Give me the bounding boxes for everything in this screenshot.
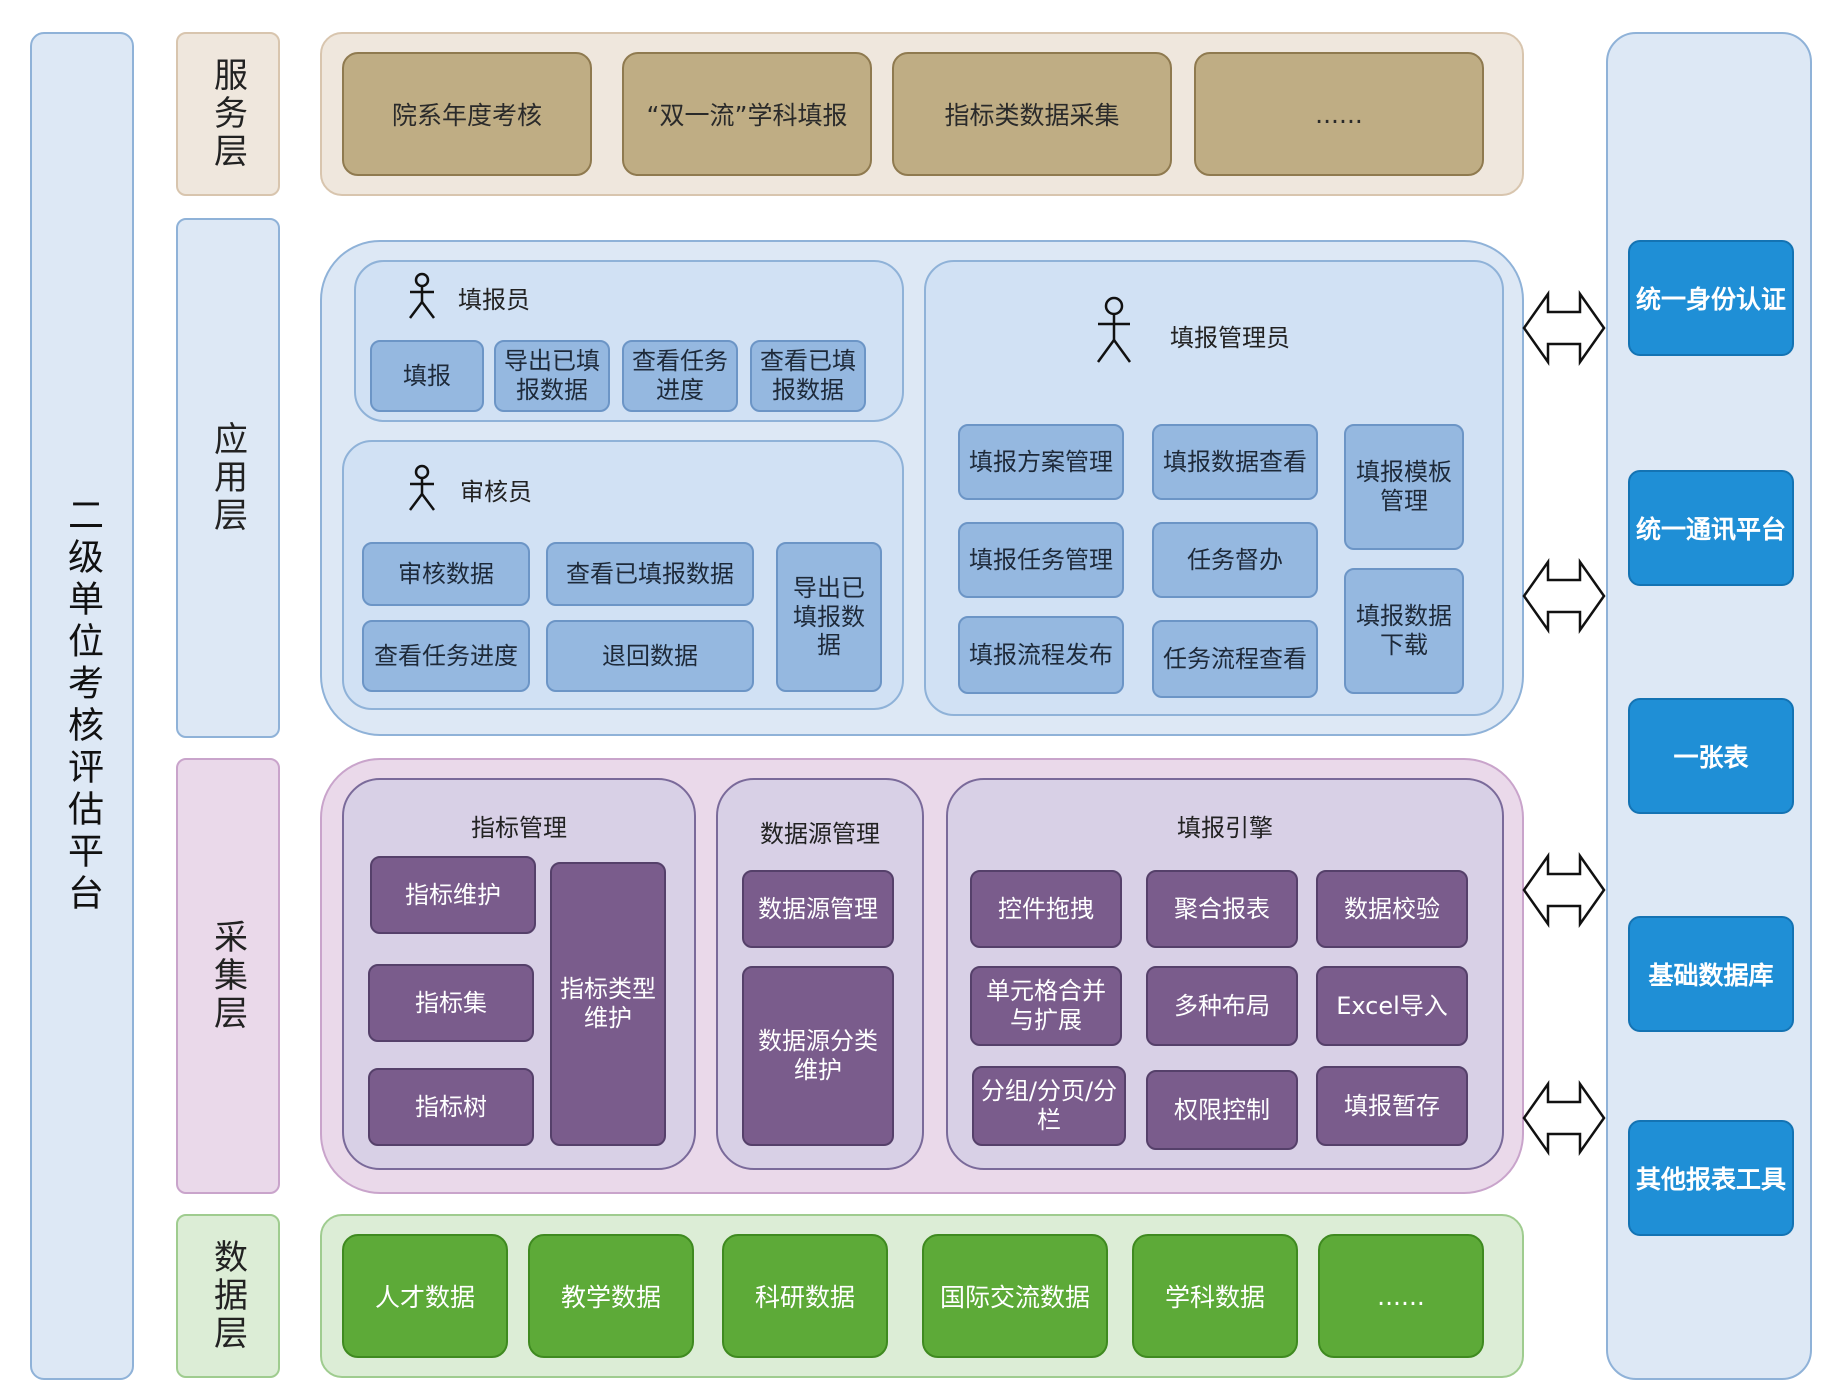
data-item: 人才数据 <box>342 1234 508 1358</box>
filler-export-button[interactable]: 导出已填报数据 <box>494 340 610 412</box>
collection-layer-label: 采集层 <box>176 758 280 1194</box>
system-other-report-tools: 其他报表工具 <box>1628 1120 1794 1236</box>
admin-plan-button[interactable]: 填报方案管理 <box>958 424 1124 500</box>
engine-merge-button[interactable]: 单元格合并与扩展 <box>970 966 1122 1046</box>
admin-view-data-button[interactable]: 填报数据查看 <box>1152 424 1318 500</box>
service-item: ...... <box>1194 52 1484 176</box>
collection-layer-text: 采集层 <box>207 919 248 1033</box>
engine-layout-button[interactable]: 多种布局 <box>1146 966 1298 1046</box>
application-layer-label: 应用层 <box>176 218 280 738</box>
reviewer-role-label: 审核员 <box>460 478 532 506</box>
indicator-set-button[interactable]: 指标集 <box>368 964 534 1042</box>
engine-drag-button[interactable]: 控件拖拽 <box>970 870 1122 948</box>
service-layer-label: 服务层 <box>176 32 280 196</box>
datasource-manage-button[interactable]: 数据源管理 <box>742 870 894 948</box>
admin-role-label: 填报管理员 <box>1170 324 1290 352</box>
service-item: 院系年度考核 <box>342 52 592 176</box>
system-base-database: 基础数据库 <box>1628 916 1794 1032</box>
system-identity-auth: 统一身份认证 <box>1628 240 1794 356</box>
engine-draft-button[interactable]: 填报暂存 <box>1316 1066 1468 1146</box>
engine-group-button[interactable]: 分组/分页/分栏 <box>972 1066 1126 1146</box>
reviewer-review-button[interactable]: 审核数据 <box>362 542 530 606</box>
engine-validate-button[interactable]: 数据校验 <box>1316 870 1468 948</box>
indicator-tree-button[interactable]: 指标树 <box>368 1068 534 1146</box>
filler-view-progress-button[interactable]: 查看任务进度 <box>622 340 738 412</box>
platform-column: 二级单位考核评估平台 <box>30 32 134 1380</box>
admin-supervise-button[interactable]: 任务督办 <box>1152 522 1318 598</box>
double-arrow-icon <box>1522 558 1606 634</box>
reviewer-export-button[interactable]: 导出已填报数据 <box>776 542 882 692</box>
system-messaging: 统一通讯平台 <box>1628 470 1794 586</box>
filler-actor-icon <box>409 272 435 319</box>
admin-task-button[interactable]: 填报任务管理 <box>958 522 1124 598</box>
datasource-title: 数据源管理 <box>760 820 880 848</box>
data-item: 科研数据 <box>722 1234 888 1358</box>
reviewer-view-progress-button[interactable]: 查看任务进度 <box>362 620 530 692</box>
double-arrow-icon <box>1522 290 1606 366</box>
data-item: 学科数据 <box>1132 1234 1298 1358</box>
data-item: 国际交流数据 <box>922 1234 1108 1358</box>
data-layer-label: 数据层 <box>176 1214 280 1378</box>
service-item: “双一流”学科填报 <box>622 52 872 176</box>
indicator-title: 指标管理 <box>471 814 567 842</box>
reviewer-actor-icon <box>409 464 435 511</box>
system-one-table: 一张表 <box>1628 698 1794 814</box>
filler-fill-button[interactable]: 填报 <box>370 340 484 412</box>
service-layer-text: 服务层 <box>207 57 248 171</box>
data-item: ...... <box>1318 1234 1484 1358</box>
admin-download-button[interactable]: 填报数据下载 <box>1344 568 1464 694</box>
data-layer-text: 数据层 <box>207 1239 248 1353</box>
data-item: 教学数据 <box>528 1234 694 1358</box>
admin-template-button[interactable]: 填报模板管理 <box>1344 424 1464 550</box>
platform-title: 二级单位考核评估平台 <box>62 496 103 916</box>
filler-view-data-button[interactable]: 查看已填报数据 <box>750 340 866 412</box>
admin-publish-button[interactable]: 填报流程发布 <box>958 616 1124 694</box>
application-layer-text: 应用层 <box>207 421 248 535</box>
double-arrow-icon <box>1522 1080 1606 1156</box>
filler-role-label: 填报员 <box>458 286 530 314</box>
admin-flow-button[interactable]: 任务流程查看 <box>1152 620 1318 698</box>
reviewer-return-button[interactable]: 退回数据 <box>546 620 754 692</box>
service-item: 指标类数据采集 <box>892 52 1172 176</box>
engine-permission-button[interactable]: 权限控制 <box>1146 1070 1298 1150</box>
engine-title: 填报引擎 <box>1177 814 1273 842</box>
engine-excel-import-button[interactable]: Excel导入 <box>1316 966 1468 1046</box>
admin-actor-icon <box>1096 296 1132 363</box>
engine-aggregate-button[interactable]: 聚合报表 <box>1146 870 1298 948</box>
reviewer-view-data-button[interactable]: 查看已填报数据 <box>546 542 754 606</box>
double-arrow-icon <box>1522 852 1606 928</box>
indicator-maintain-button[interactable]: 指标维护 <box>370 856 536 934</box>
indicator-type-button[interactable]: 指标类型维护 <box>550 862 666 1146</box>
datasource-category-button[interactable]: 数据源分类维护 <box>742 966 894 1146</box>
